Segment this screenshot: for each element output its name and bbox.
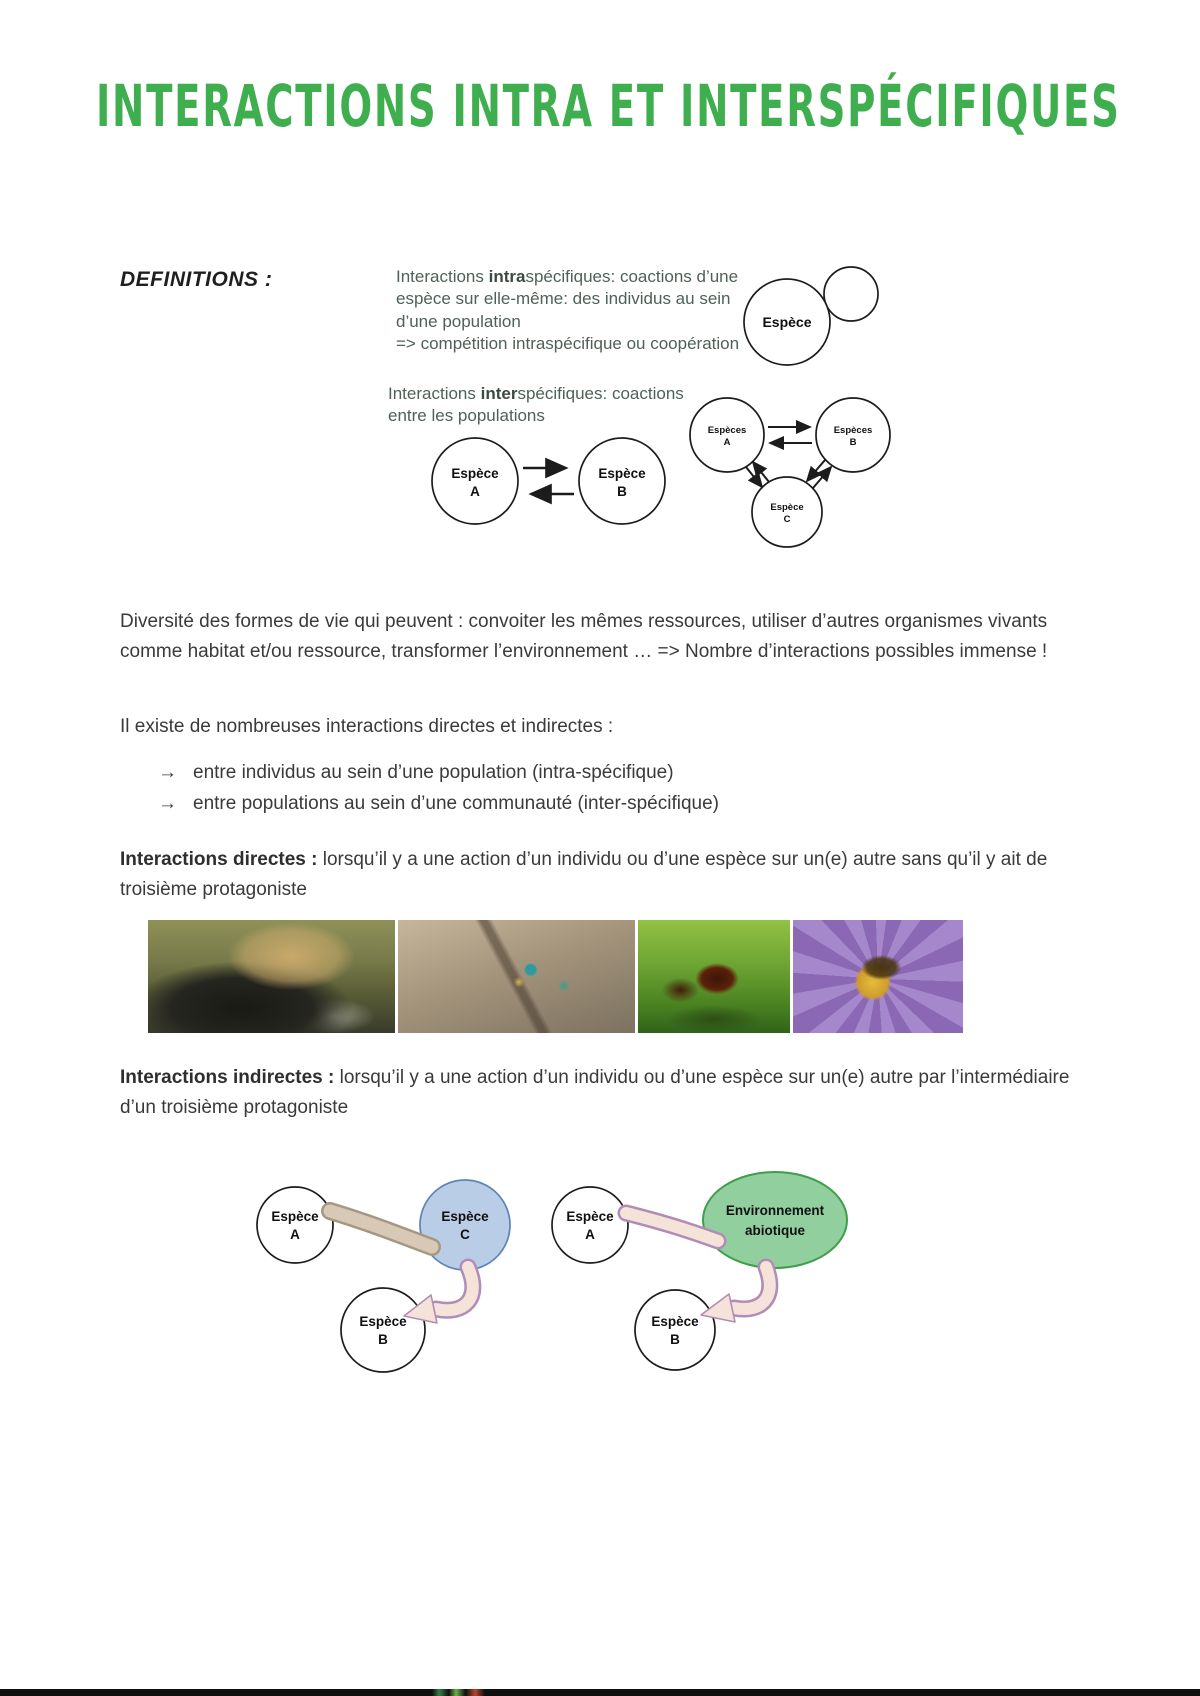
indirectes-term: Interactions indirectes :	[120, 1067, 335, 1088]
environnement-label-line1: Environnement	[726, 1203, 825, 1218]
intra-bold: intra	[488, 267, 526, 286]
espece-a-letter: A	[290, 1227, 300, 1242]
curved-arrow-a-to-c	[323, 1204, 439, 1254]
arrow-bullet-icon: →	[158, 793, 177, 814]
arrow-c-to-b	[812, 465, 833, 489]
espece-b-circle	[340, 1287, 426, 1373]
espece-b-letter: B	[378, 1332, 388, 1347]
especes-b-label: Espèces	[834, 425, 873, 436]
self-loop-circle	[823, 266, 879, 322]
inter-lead: Interactions	[388, 384, 481, 403]
espece-a-label: Espèce	[566, 1209, 614, 1224]
indirectes-definition: lorsqu’il y a une action d’un individu o…	[120, 1067, 1070, 1119]
interspecific-triangle-diagram: Espèces A Espèces B Espèce C	[689, 397, 891, 548]
espece-c-label: Espèce	[441, 1209, 489, 1224]
photo-bee-flower-image	[793, 920, 963, 1033]
species-label: Espèce	[762, 314, 811, 330]
curved-arrow-a-to-env	[620, 1207, 724, 1247]
especes-a-circle	[689, 397, 765, 473]
especes-a-letter: A	[724, 437, 731, 448]
espece-b-label: Espèce	[359, 1314, 407, 1329]
photo-ants-image	[638, 920, 790, 1033]
espece-b-circle	[634, 1289, 716, 1371]
espece-a-letter: A	[470, 484, 480, 499]
espece-c-letter: C	[460, 1227, 470, 1242]
photo-strip	[148, 920, 963, 1033]
inter-bold: inter	[480, 384, 518, 403]
espece-b-letter: B	[617, 484, 627, 499]
espece-b-label: Espèce	[598, 466, 646, 481]
espece-a-label: Espèce	[451, 466, 499, 481]
espece-c-letter: C	[784, 514, 791, 525]
bullet-text-intra: entre individus au sein d’une population…	[193, 762, 674, 783]
paragraph-diversity: Diversité des formes de vie qui peuvent …	[120, 611, 1048, 663]
espece-c-circle	[419, 1179, 511, 1271]
photo-lioness-buffalo-image	[148, 920, 395, 1033]
espece-b-letter: B	[670, 1332, 680, 1347]
arrowhead-to-b	[700, 1293, 736, 1323]
definitions-heading: DEFINITIONS :	[120, 268, 273, 291]
arrow-bullet-icon: →	[158, 762, 177, 783]
intra-rest: spécifiques: coactions d’une espèce sur …	[396, 267, 739, 331]
arrowhead-to-b	[403, 1294, 438, 1324]
photo-bee-eater-birds-image	[398, 920, 635, 1033]
interspecific-pair-diagram: Espèce A Espèce B	[431, 437, 666, 525]
page-bottom-edge	[0, 1689, 1200, 1696]
especes-b-circle	[815, 397, 891, 473]
indirect-species-diagram: Espèce A Espèce C Espèce B	[256, 1179, 511, 1373]
environnement-abiotique-ellipse	[702, 1171, 848, 1269]
espece-b-circle	[578, 437, 666, 525]
bullet-item-inter: → entre populations au sein d’une commun…	[158, 793, 719, 815]
espece-a-label: Espèce	[271, 1209, 319, 1224]
curved-arrow-c-to-b	[430, 1261, 479, 1317]
intra-definition-text: Interactions intraspécifiques: coactions…	[396, 266, 766, 356]
espece-a-letter: A	[585, 1227, 595, 1242]
especes-a-label: Espèces	[708, 425, 747, 436]
page-title: INTERACTIONS INTRA ET INTERSPÉCIFIQUES	[96, 72, 1121, 141]
paragraph-interactions-indirectes: Interactions indirectes : lorsqu’il y a …	[120, 1063, 1110, 1123]
espece-b-label: Espèce	[651, 1314, 699, 1329]
species-circle	[743, 278, 831, 366]
espece-a-circle	[431, 437, 519, 525]
paragraph-direct-indirect-intro: Il existe de nombreuses interactions dir…	[120, 716, 614, 737]
arrow-c-to-a	[751, 460, 770, 483]
espece-a-circle	[551, 1186, 629, 1264]
intra-species-diagram: Espèce	[743, 266, 879, 366]
inter-rest: spécifiques: coactions entre les populat…	[388, 384, 684, 426]
directes-definition: lorsqu’il y a une action d’un individu o…	[120, 849, 1048, 901]
indirect-environment-diagram: Espèce A Environnement abiotique Espèce …	[551, 1171, 848, 1371]
especes-b-letter: B	[850, 437, 857, 448]
espece-a-circle	[256, 1186, 334, 1264]
paragraph-interactions-directes: Interactions directes : lorsqu’il y a un…	[120, 845, 1110, 905]
curved-arrow-env-to-b	[728, 1261, 776, 1315]
inter-definition-text: Interactions interspécifiques: coactions…	[388, 383, 723, 428]
bullet-text-inter: entre populations au sein d’une communau…	[193, 793, 719, 814]
directes-term: Interactions directes :	[120, 849, 318, 870]
espece-c-label: Espèce	[770, 502, 803, 513]
bullet-item-intra: → entre individus au sein d’une populati…	[158, 762, 674, 784]
arrow-b-to-c	[805, 459, 826, 483]
espece-c-circle	[751, 476, 823, 548]
intra-consequence: => compétition intraspécifique ou coopér…	[396, 334, 740, 354]
intra-lead: Interactions	[396, 267, 489, 286]
environnement-label-line2: abiotique	[745, 1223, 805, 1238]
